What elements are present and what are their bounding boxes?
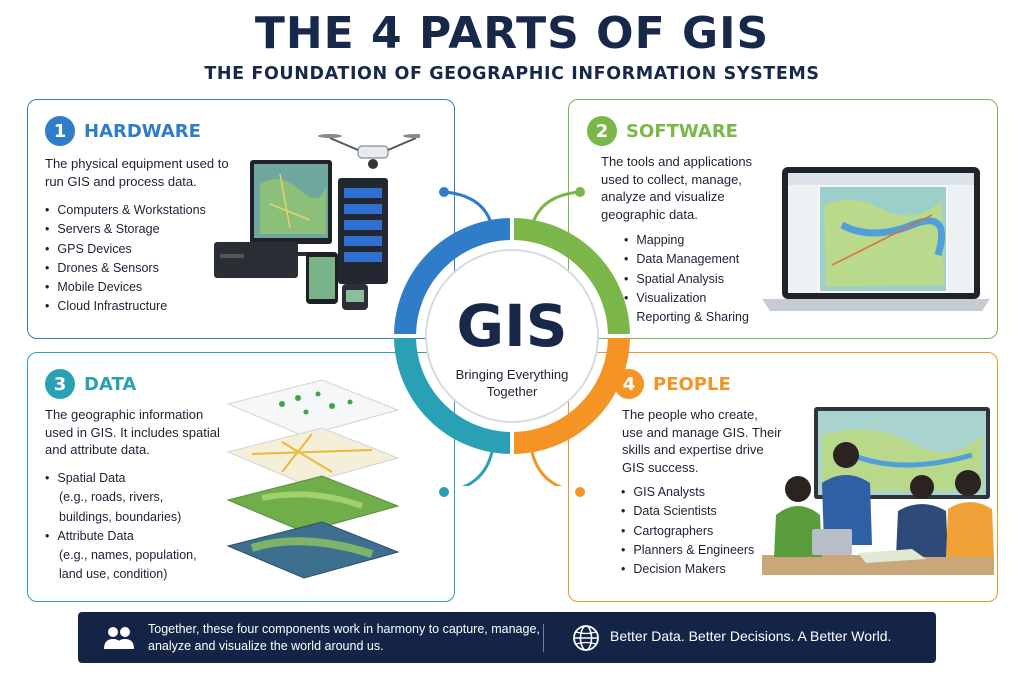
data-list: Spatial Data (e.g., roads, rivers, build…	[45, 469, 197, 585]
people-title: PEOPLE	[653, 373, 731, 395]
list-item: Visualization	[624, 289, 749, 308]
footer-divider	[543, 624, 544, 652]
people-icon	[104, 627, 134, 649]
list-item: Cartographers	[621, 522, 754, 541]
ring-segment-data	[394, 335, 513, 454]
list-item: GPS Devices	[45, 240, 206, 259]
ring-segment-software	[511, 218, 630, 337]
laptop-map-icon	[762, 167, 990, 311]
lower-connector-dots	[439, 487, 585, 497]
page-subtitle: THE FOUNDATION OF GEOGRAPHIC INFORMATION…	[204, 64, 820, 84]
drone-icon	[318, 134, 420, 169]
list-item-detail: buildings, boundaries)	[59, 509, 182, 524]
layered-map-icon	[226, 379, 400, 579]
center-gis-label: GIS	[456, 292, 568, 360]
globe-icon	[573, 625, 599, 651]
ring-segment-hardware	[394, 218, 513, 337]
software-description: The tools and applications used to colle…	[601, 154, 753, 222]
list-item: Drones & Sensors	[45, 259, 206, 278]
center-tagline: Bringing Everything Together	[455, 367, 569, 399]
people-description: The people who create, use and manage GI…	[622, 407, 782, 475]
data-title: DATA	[84, 373, 137, 395]
list-item: Cloud Infrastructure	[45, 297, 206, 316]
data-number-badge: 3	[45, 369, 75, 399]
list-item: Mobile Devices	[45, 278, 206, 297]
hardware-description: The physical equipment used to run GIS a…	[45, 156, 229, 189]
footer-text: Together, these four components work in …	[148, 622, 540, 653]
hardware-number-badge: 1	[45, 116, 75, 146]
list-item: Spatial Analysis	[624, 270, 749, 289]
tablet-icon	[306, 252, 338, 304]
software-title: SOFTWARE	[626, 120, 738, 142]
list-item-detail: land use, condition)	[59, 567, 168, 582]
people-list: GIS Analysts Data Scientists Cartographe…	[621, 483, 754, 579]
software-heading: 2 SOFTWARE	[587, 116, 738, 146]
list-item: Reporting & Sharing	[624, 308, 749, 327]
data-connector-dot	[439, 487, 449, 497]
monitor-icon	[250, 160, 332, 256]
hardware-title: HARDWARE	[84, 120, 201, 142]
footer-banner: Together, these four components work in …	[78, 612, 936, 663]
center-circle	[425, 249, 599, 423]
list-item: Computers & Workstations	[45, 201, 205, 220]
page-title: THE 4 PARTS OF GIS	[254, 8, 770, 59]
list-item: Spatial Data	[45, 469, 197, 488]
data-heading: 3 DATA	[45, 369, 136, 399]
hardware-connector-dot	[439, 187, 449, 197]
panel-data: 3 DATA The geographic information used i…	[27, 352, 455, 602]
team-meeting-icon	[762, 407, 994, 575]
software-list: Mapping Data Management Spatial Analysis…	[624, 231, 749, 327]
list-item: Decision Makers	[621, 560, 754, 579]
list-item: Data Scientists	[621, 502, 754, 521]
hardware-heading: 1 HARDWARE	[45, 116, 201, 146]
hardware-list: Computers & Workstations Servers & Stora…	[45, 201, 206, 317]
list-item: Data Management	[624, 250, 749, 269]
list-item-detail: (e.g., names, population,	[59, 548, 197, 563]
software-number-badge: 2	[587, 116, 617, 146]
ring-segment-people	[511, 335, 630, 454]
footer-slogan: Better Data. Better Decisions. A Better …	[610, 628, 892, 644]
list-item-detail: (e.g., roads, rivers,	[59, 490, 164, 505]
center-ring-diagram	[392, 187, 632, 486]
data-description: The geographic information used in GIS. …	[45, 407, 220, 457]
server-icon	[338, 178, 388, 284]
list-item: Planners & Engineers	[621, 541, 754, 560]
desktop-tower-icon	[214, 242, 298, 278]
list-item: Mapping	[624, 231, 749, 250]
list-item: Attribute Data	[45, 527, 197, 546]
software-connector-dot	[575, 187, 585, 197]
list-item: GIS Analysts	[621, 483, 754, 502]
gps-device-icon	[342, 284, 368, 310]
hardware-illustration	[214, 134, 420, 310]
list-item: Servers & Storage	[45, 220, 206, 239]
people-connector-dot	[575, 487, 585, 497]
